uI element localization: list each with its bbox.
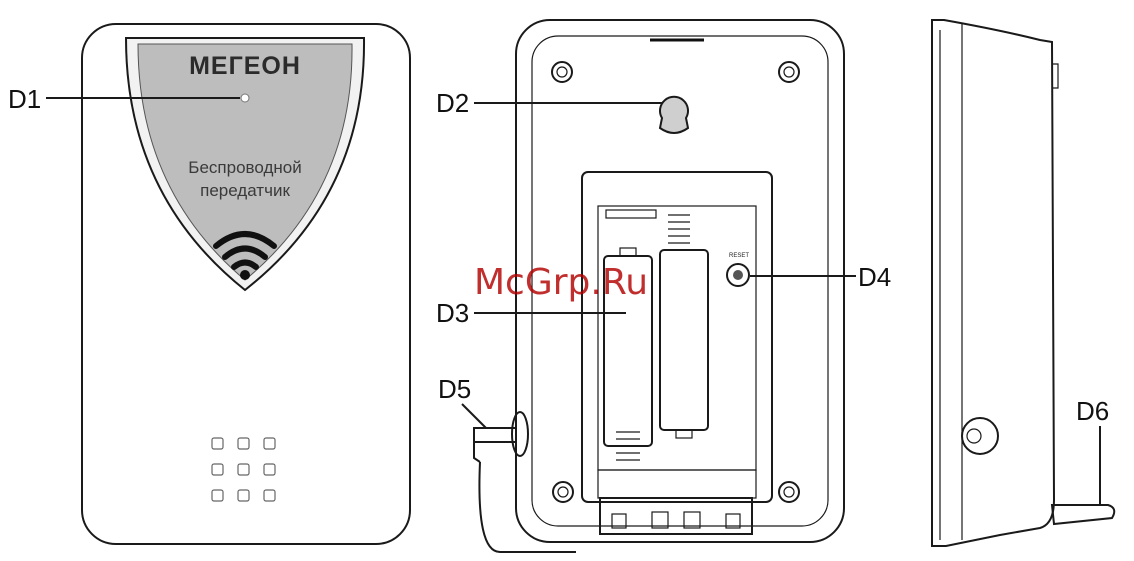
vent-hole	[264, 438, 275, 449]
brand-logo: МЕГЕОН	[189, 52, 301, 80]
vent-hole	[264, 464, 275, 475]
screw-bottom-right	[779, 482, 799, 502]
spring-bottom	[616, 432, 640, 460]
label-d6: D6	[1076, 396, 1109, 426]
label-d5: D5	[438, 374, 471, 404]
reset-button-core	[733, 270, 743, 280]
keyhole-mount	[660, 97, 688, 133]
caption-line-1: Беспроводной	[188, 158, 301, 177]
side-socket	[512, 412, 528, 456]
vent-hole	[212, 490, 223, 501]
leader-d5	[462, 404, 486, 428]
label-d2: D2	[436, 88, 469, 118]
screw-top-left	[552, 62, 572, 82]
screw-bottom-left	[553, 482, 573, 502]
watermark-text: McGrp.Ru	[474, 262, 648, 303]
vent-hole	[264, 490, 275, 501]
vent-hole	[212, 438, 223, 449]
probe-cable	[479, 462, 576, 552]
front-view: МЕГЕОН Беспроводной передатчик	[82, 24, 410, 544]
label-d4: D4	[858, 262, 891, 292]
battery-2	[660, 250, 708, 430]
vent-hole	[238, 438, 249, 449]
reset-label: RESET	[729, 253, 749, 259]
vent-hole	[238, 490, 249, 501]
side-body	[932, 20, 1054, 546]
label-d3: D3	[436, 298, 469, 328]
spring-top	[668, 215, 690, 243]
side-view	[932, 20, 1114, 546]
caption-line-2: передатчик	[200, 181, 290, 200]
label-d1: D1	[8, 84, 41, 114]
vent-grid	[212, 438, 275, 501]
screw-top-right	[779, 62, 799, 82]
indicator-led	[241, 94, 249, 102]
vent-hole	[212, 464, 223, 475]
side-socket-view	[962, 418, 998, 454]
stand-leg	[1052, 505, 1114, 524]
cover-latch	[598, 470, 756, 498]
vent-hole	[238, 464, 249, 475]
probe-plug	[474, 428, 516, 442]
